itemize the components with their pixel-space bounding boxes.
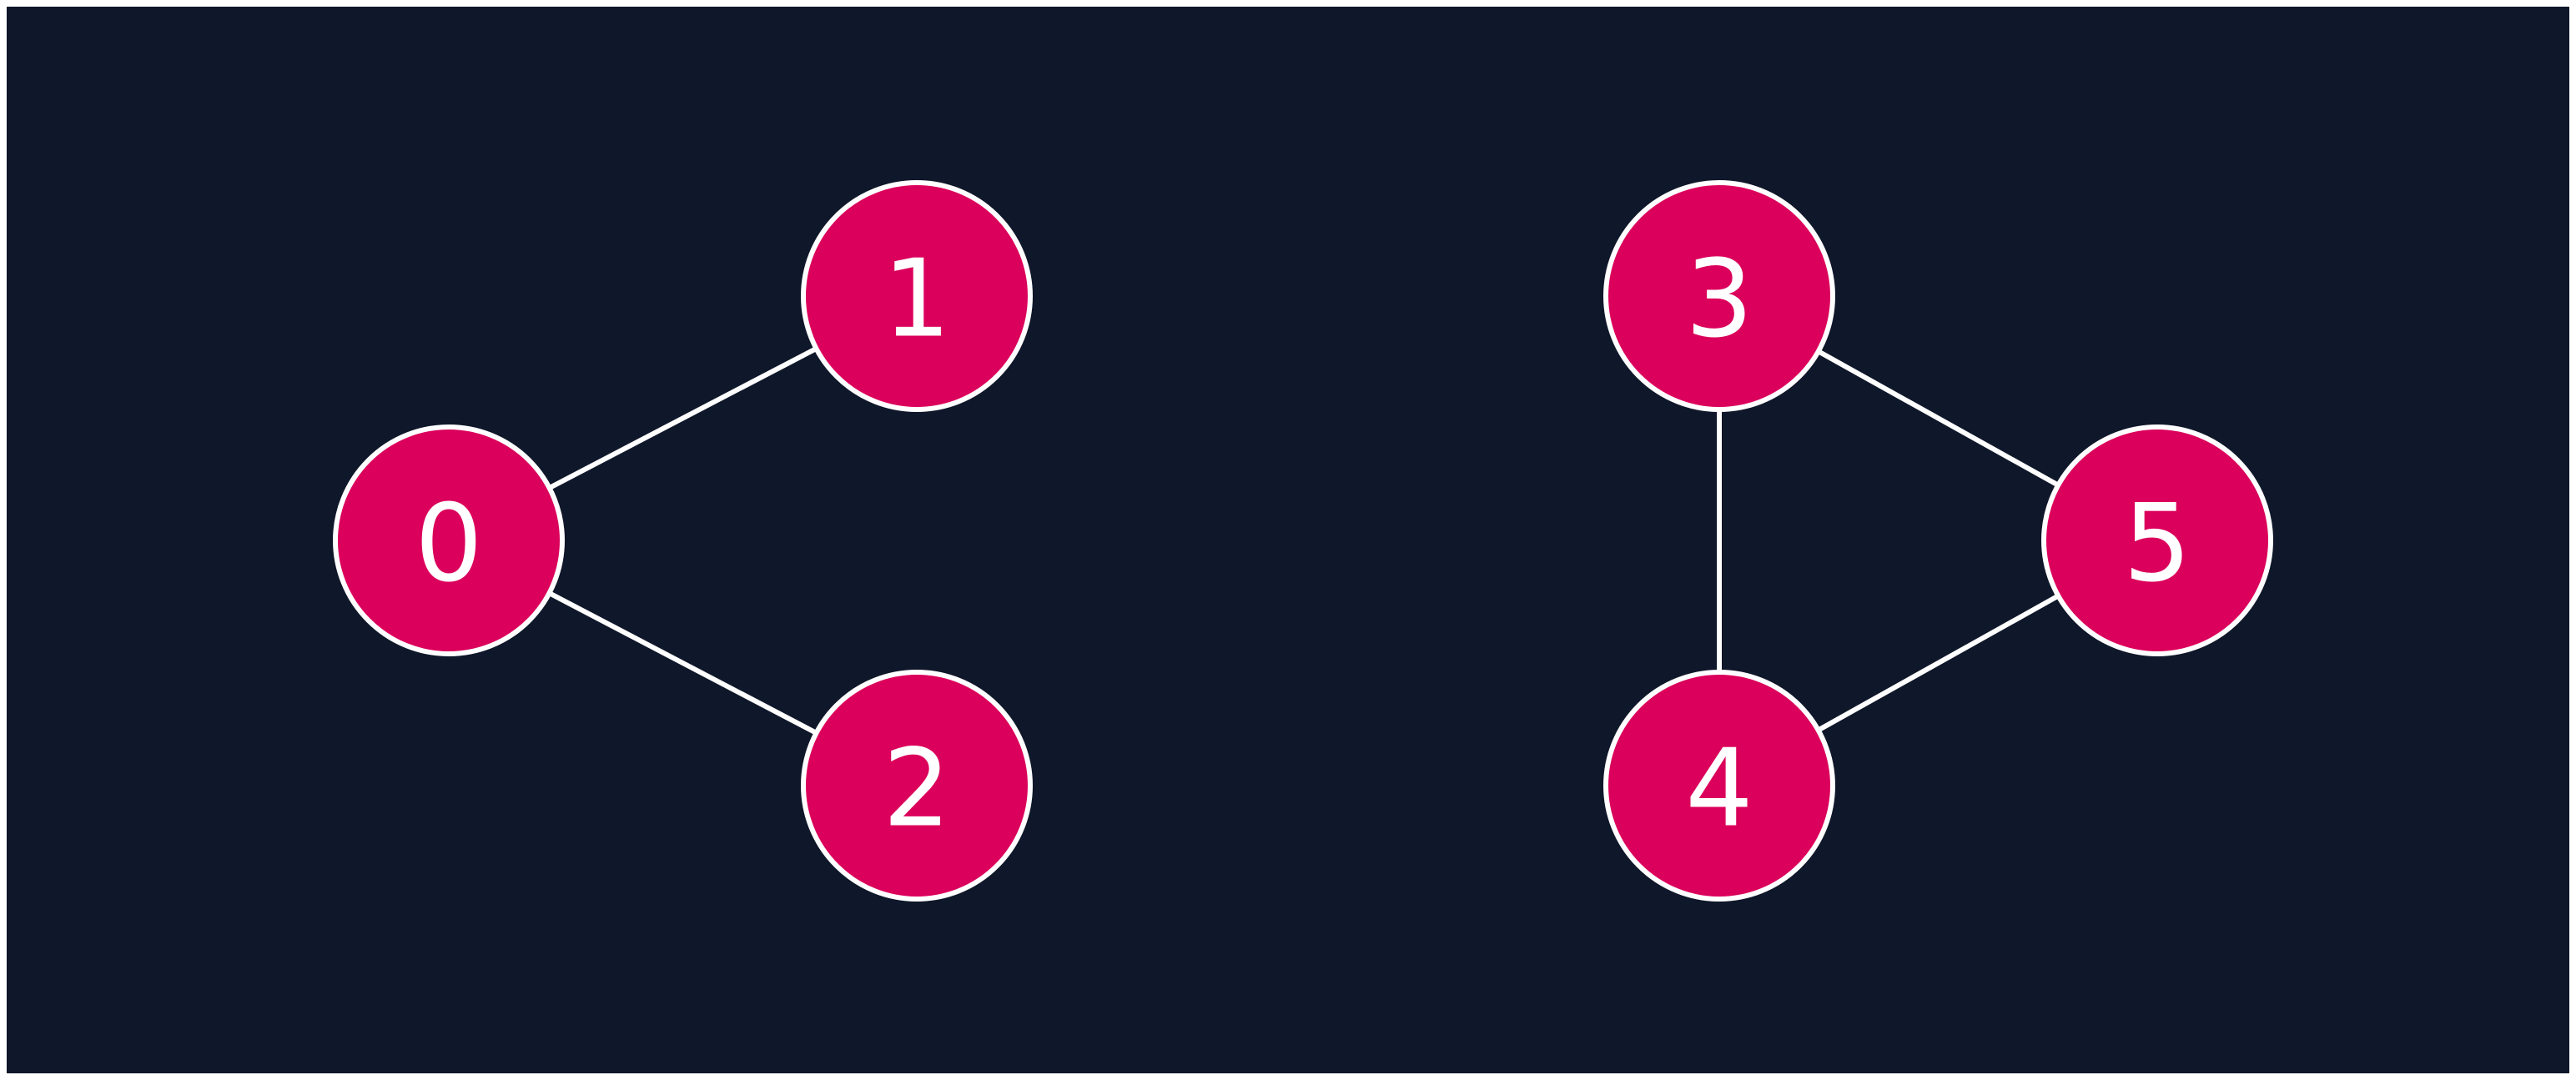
node-label: 5 (2123, 482, 2191, 606)
nodes-layer: 0 1 2 3 4 5 (333, 180, 2273, 902)
node-circle (1603, 180, 1835, 412)
node-label: 2 (883, 727, 950, 851)
node-circle (1603, 670, 1835, 902)
node-circle (2041, 424, 2273, 656)
node-1: 1 (801, 180, 1033, 412)
node-3: 3 (1603, 180, 1835, 412)
edges-layer (446, 294, 2160, 788)
node-label: 3 (1685, 238, 1753, 362)
node-circle (801, 670, 1033, 902)
node-label: 0 (415, 482, 482, 606)
node-2: 2 (801, 670, 1033, 902)
node-4: 4 (1603, 670, 1835, 902)
node-circle (333, 424, 565, 656)
node-label: 4 (1685, 727, 1753, 851)
node-0: 0 (333, 424, 565, 656)
node-label: 1 (883, 238, 950, 362)
node-5: 5 (2041, 424, 2273, 656)
node-circle (801, 180, 1033, 412)
